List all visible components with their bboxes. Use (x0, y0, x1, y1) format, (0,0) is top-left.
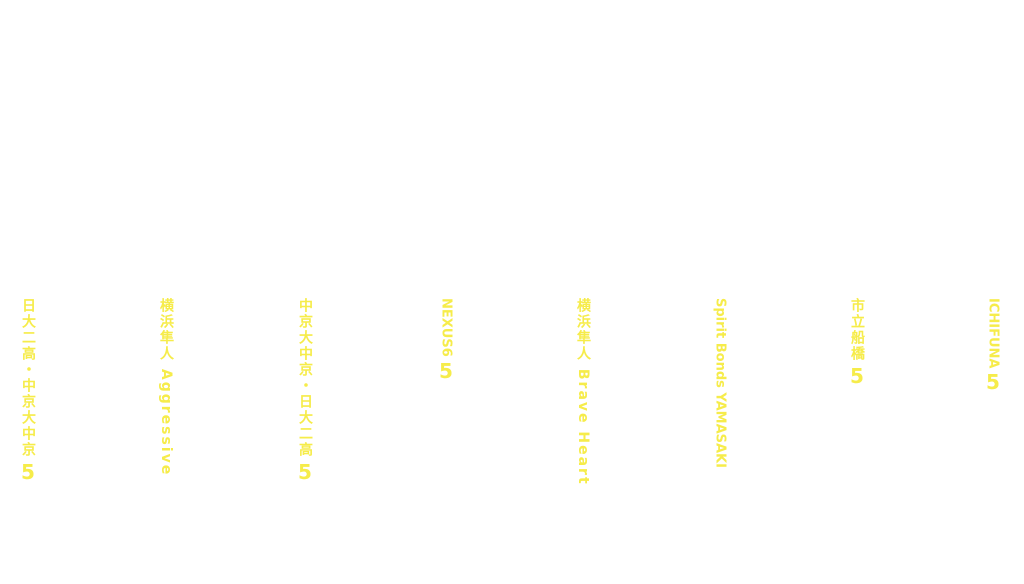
team-column-1: 日大二高・中京大中京 5 (8, 298, 48, 482)
team-score-1: 5 (21, 460, 35, 484)
team-score-7: 5 (850, 364, 864, 388)
team-name-1: 日大二高・中京大中京 (20, 298, 36, 458)
team-column-2: 横浜隼人 Aggressive (146, 298, 186, 476)
team-column-6: Spirit Bonds YAMASAKI (700, 298, 740, 468)
team-column-4: NEXUS6 5 (426, 298, 466, 381)
team-column-8: ICHIFUNA 5 (973, 298, 1013, 392)
team-score-4: 5 (439, 358, 453, 383)
team-column-7: 市立船橋 5 (837, 298, 877, 386)
team-score-3: 5 (298, 460, 312, 484)
team-name-5: 横浜隼人 Brave Heart (575, 298, 591, 486)
team-score-8: 5 (986, 370, 1000, 395)
team-name-4: NEXUS6 (438, 298, 454, 357)
team-name-8: ICHIFUNA (985, 298, 1001, 369)
team-name-6: Spirit Bonds YAMASAKI (712, 298, 728, 468)
team-name-7: 市立船橋 (849, 298, 865, 362)
team-name-2: 横浜隼人 Aggressive (158, 298, 174, 477)
team-column-5: 横浜隼人 Brave Heart (563, 298, 603, 486)
team-column-3: 中京大中京・日大二高 5 (285, 298, 325, 482)
team-name-3: 中京大中京・日大二高 (297, 298, 313, 458)
